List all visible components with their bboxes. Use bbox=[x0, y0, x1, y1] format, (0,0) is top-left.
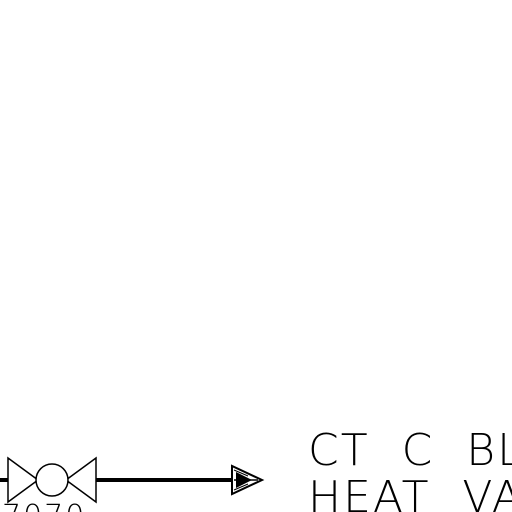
bowtie-valve-icon bbox=[7, 456, 97, 504]
valve-actuator-circle bbox=[35, 463, 69, 497]
flow-arrow-icon bbox=[231, 464, 265, 496]
valve-tag-number: 7070 bbox=[2, 499, 86, 512]
label-line-2: HEAT VA bbox=[308, 472, 512, 512]
arrow-hatch-2 bbox=[233, 483, 249, 491]
valve-left-triangle bbox=[7, 456, 40, 504]
valve-right-triangle bbox=[64, 456, 97, 504]
arrow-hatch-1 bbox=[233, 469, 249, 477]
label-line-1: CT C BL bbox=[308, 425, 512, 476]
